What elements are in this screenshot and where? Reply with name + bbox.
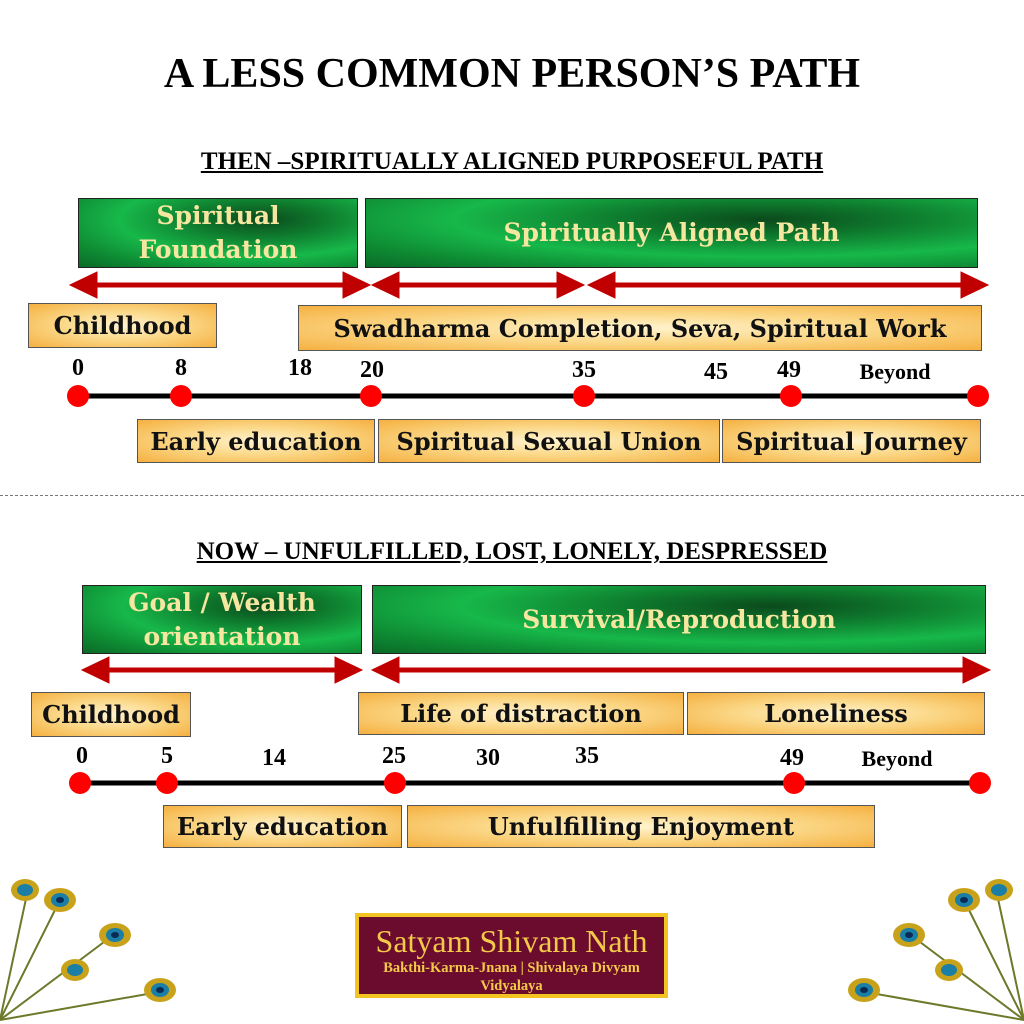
phase-spiritually-aligned-path: Spiritually Aligned Path bbox=[365, 198, 978, 268]
age-label: 45 bbox=[704, 359, 728, 385]
brand-logo: Satyam Shivam Nath Bakthi-Karma-Jnana | … bbox=[355, 913, 668, 998]
timeline-dot bbox=[573, 385, 595, 407]
then-timeline bbox=[67, 385, 989, 407]
stage-childhood: Childhood bbox=[28, 303, 217, 348]
stage-loneliness: Loneliness bbox=[687, 692, 985, 735]
phase-survival-reproduction: Survival/Reproduction bbox=[372, 585, 986, 654]
phase-goal-wealth: Goal / Wealth orientation bbox=[82, 585, 362, 654]
age-label: 35 bbox=[572, 357, 596, 383]
phase-label: Spiritually Aligned Path bbox=[503, 218, 840, 247]
then-subtitle: THEN –SPIRITUALLY ALIGNED PURPOSEFUL PAT… bbox=[200, 148, 824, 175]
stage-early-education: Early education bbox=[163, 805, 402, 848]
logo-tagline: Bakthi-Karma-Jnana | Shivalaya Divyam Vi… bbox=[383, 960, 640, 994]
section-divider bbox=[0, 495, 1024, 496]
age-label: 14 bbox=[262, 745, 286, 771]
timeline-dot bbox=[969, 772, 991, 794]
double-arrow bbox=[370, 271, 586, 299]
now-subtitle: NOW – UNFULFILLED, LOST, LONELY, DESPRES… bbox=[196, 538, 828, 565]
age-label: 0 bbox=[72, 355, 84, 381]
then-arrows bbox=[68, 271, 990, 299]
age-label: 30 bbox=[476, 745, 500, 771]
double-arrow bbox=[586, 271, 990, 299]
stage-swadharma: Swadharma Completion, Seva, Spiritual Wo… bbox=[298, 305, 982, 351]
stage-life-of-distraction: Life of distraction bbox=[358, 692, 684, 735]
stage-unfulfilling-enjoyment: Unfulfilling Enjoyment bbox=[407, 805, 875, 848]
logo-name: Satyam Shivam Nath bbox=[375, 923, 648, 959]
age-label: 8 bbox=[175, 355, 187, 381]
phase-spiritual-foundation: Spiritual Foundation bbox=[78, 198, 358, 268]
double-arrow bbox=[370, 656, 992, 684]
page-title: A LESS COMMON PERSON’S PATH bbox=[163, 51, 861, 97]
timeline-dot bbox=[783, 772, 805, 794]
age-label: Beyond bbox=[861, 746, 933, 771]
phase-label: Spiritual Foundation bbox=[138, 201, 298, 264]
peacock-feather-icon bbox=[848, 879, 1024, 1021]
stage-childhood: Childhood bbox=[31, 692, 191, 737]
age-label: 49 bbox=[780, 745, 804, 771]
age-label: 0 bbox=[76, 743, 88, 769]
peacock-feather-icon bbox=[0, 879, 176, 1021]
age-label: Beyond bbox=[859, 359, 931, 384]
timeline-dot bbox=[360, 385, 382, 407]
timeline-dot bbox=[67, 385, 89, 407]
age-label: 35 bbox=[575, 743, 599, 769]
timeline-dot bbox=[69, 772, 91, 794]
age-label: 25 bbox=[382, 743, 406, 769]
stage-early-education: Early education bbox=[137, 419, 375, 463]
timeline-dot bbox=[967, 385, 989, 407]
timeline-dot bbox=[384, 772, 406, 794]
stage-spiritual-journey: Spiritual Journey bbox=[722, 419, 981, 463]
age-label: 49 bbox=[777, 357, 801, 383]
phase-label: Goal / Wealth orientation bbox=[128, 587, 316, 651]
timeline-dot bbox=[170, 385, 192, 407]
age-label: 20 bbox=[360, 357, 384, 383]
age-label: 5 bbox=[161, 743, 173, 769]
phase-label: Survival/Reproduction bbox=[522, 604, 836, 634]
now-arrows bbox=[80, 656, 992, 684]
double-arrow bbox=[80, 656, 364, 684]
age-label: 18 bbox=[288, 355, 312, 381]
timeline-dot bbox=[156, 772, 178, 794]
now-timeline bbox=[69, 772, 991, 794]
double-arrow bbox=[68, 271, 372, 299]
stage-spiritual-sexual-union: Spiritual Sexual Union bbox=[378, 419, 720, 463]
timeline-dot bbox=[780, 385, 802, 407]
